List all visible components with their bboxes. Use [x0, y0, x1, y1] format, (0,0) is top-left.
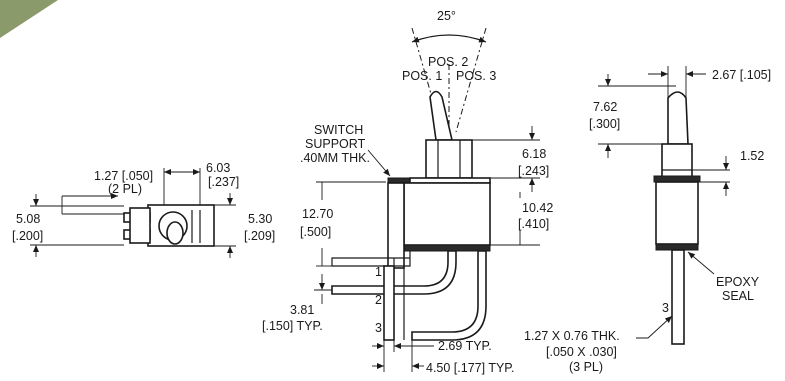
lever-height-in-label: [.300]	[589, 117, 620, 131]
pos1-label: POS. 1	[402, 69, 442, 83]
center-view-lever	[429, 90, 454, 141]
lever-width-label: 2.67 [.105]	[712, 68, 771, 82]
seal-label-line2: SEAL	[722, 289, 754, 303]
right-view-lever	[667, 91, 689, 145]
right-view-epoxy-base	[655, 243, 699, 251]
bushing-height-label: 6.18	[522, 147, 546, 161]
support-label-line2: SUPPORT	[305, 137, 366, 151]
pin-space-in-label: [.150] TYP.	[262, 319, 323, 333]
support-label-line1: SWITCH	[314, 123, 363, 137]
pin-2-label: 2	[375, 293, 382, 307]
body-height-in-label: [.500]	[300, 225, 331, 239]
lead-total-label: 4.50 [.177] TYP.	[426, 361, 515, 375]
lead-space-label: 2.69 TYP.	[438, 339, 492, 353]
case-height-label: 10.42	[522, 201, 553, 215]
pos3-label: POS. 3	[456, 69, 496, 83]
pin-space-label: 3.81	[290, 303, 314, 317]
left-width-in-label: [.237]	[208, 175, 239, 189]
left-pitch-note: (2 PL)	[108, 182, 142, 196]
center-view: 1 2 3 SWITCH SUPPORT .40MM THK. 12.70 [.…	[262, 90, 553, 375]
pin-3-label: 3	[375, 321, 382, 335]
collar-label: 1.52	[740, 149, 764, 163]
terminal-label-line3: (3 PL)	[569, 360, 603, 374]
right-view: 2.67 [.105] 7.62 [.300] 1.52 EPOXY SEAL …	[524, 66, 771, 374]
left-pitch-label: 1.27 [.050]	[94, 169, 153, 183]
bushing-height-in-label: [.243]	[518, 164, 549, 178]
pin-1-label: 1	[375, 265, 382, 279]
angle-label: 25°	[437, 9, 456, 23]
body-height-label: 12.70	[302, 207, 333, 221]
left-view-lever	[166, 221, 184, 245]
right-pin-3-label: 3	[662, 301, 669, 315]
pos2-label: POS. 2	[428, 55, 468, 69]
left-height-label: 5.08	[16, 212, 40, 226]
center-view-epoxy-base	[403, 244, 491, 252]
right-view-terminal	[671, 249, 685, 345]
seal-label-line1: EPOXY	[716, 275, 760, 289]
right-view-case	[655, 181, 699, 245]
left-view: 1.27 [.050] (2 PL) 6.03 [.237] 5.08 [.20…	[12, 161, 275, 258]
right-height-in-label: [.209]	[244, 229, 275, 243]
center-view-bushing	[425, 139, 473, 179]
left-height-in-label: [.200]	[12, 229, 43, 243]
corner-tab	[0, 0, 58, 38]
left-width-label: 6.03	[206, 161, 230, 175]
terminal-label-line2: [.050 X .030]	[546, 345, 617, 359]
right-height-label: 5.30	[248, 212, 272, 226]
terminal-label-line1: 1.27 X 0.76 THK.	[524, 329, 620, 343]
support-label-line3: .40MM THK.	[300, 151, 370, 165]
right-view-bushing	[661, 143, 693, 179]
toggle-angle-indicator: 25° POS. 2 POS. 1 POS. 3	[402, 9, 496, 133]
center-view-case	[403, 182, 491, 246]
case-height-in-label: [.410]	[518, 217, 549, 231]
lever-height-label: 7.62	[593, 100, 617, 114]
